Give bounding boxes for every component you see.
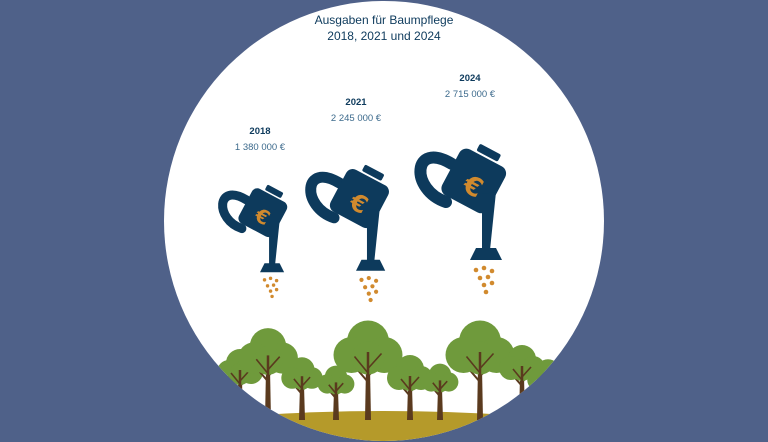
coin-drop — [262, 278, 267, 282]
coin-drop — [489, 268, 495, 274]
watering-can-icon: € — [305, 165, 389, 303]
coin-drop — [366, 275, 371, 281]
coin-drop — [481, 265, 487, 271]
coin-drop — [271, 283, 276, 287]
coin-drop — [489, 280, 495, 286]
value-label-2024: 2 715 000 € — [445, 89, 496, 100]
coin-drop — [363, 285, 368, 290]
tree-icon — [499, 345, 545, 420]
coin-drop — [368, 297, 373, 303]
tree-icon — [445, 320, 515, 420]
coin-drop — [366, 291, 371, 296]
watering-can-icon: € — [218, 184, 288, 299]
coin-drop — [370, 284, 375, 289]
tree-icon — [421, 363, 459, 420]
chart-title-line-2: 2018, 2021 und 2024 — [327, 29, 441, 43]
coin-drop — [270, 294, 274, 299]
tree-icon — [387, 355, 433, 420]
coin-drop — [485, 274, 491, 280]
tree-icon — [317, 365, 355, 420]
coin-drop — [268, 276, 273, 281]
coin-drop — [373, 278, 379, 283]
bar-2024: 2024 2 715 000 € € — [414, 73, 507, 295]
bar-2018: 2018 1 380 000 € € — [218, 126, 288, 299]
chart-title-line-1: Ausgaben für Baumpflege — [315, 13, 454, 27]
value-label-2018: 1 380 000 € — [235, 142, 286, 153]
coin-drop — [473, 267, 479, 273]
coin-drop — [268, 289, 273, 293]
coin-drop — [373, 289, 379, 294]
ground — [220, 411, 548, 441]
coin-drop — [274, 278, 279, 283]
coin-drop — [359, 277, 364, 283]
coin-drop — [274, 287, 279, 292]
watering-cans: 2018 1 380 000 € €2021 2 245 000 € €2024 2 71… — [218, 73, 507, 303]
coin-drop — [483, 289, 489, 295]
tree-icon — [333, 320, 403, 420]
category-label-2018: 2018 — [249, 126, 270, 137]
value-label-2021: 2 245 000 € — [331, 113, 382, 124]
bar-2021: 2021 2 245 000 € € — [305, 97, 389, 303]
tree-icon — [281, 357, 323, 420]
category-label-2024: 2024 — [459, 73, 481, 84]
watering-can-icon: € — [414, 144, 507, 295]
coin-drop — [265, 284, 270, 288]
coin-drop — [481, 282, 487, 288]
category-label-2021: 2021 — [345, 97, 367, 108]
coin-drop — [477, 275, 483, 281]
